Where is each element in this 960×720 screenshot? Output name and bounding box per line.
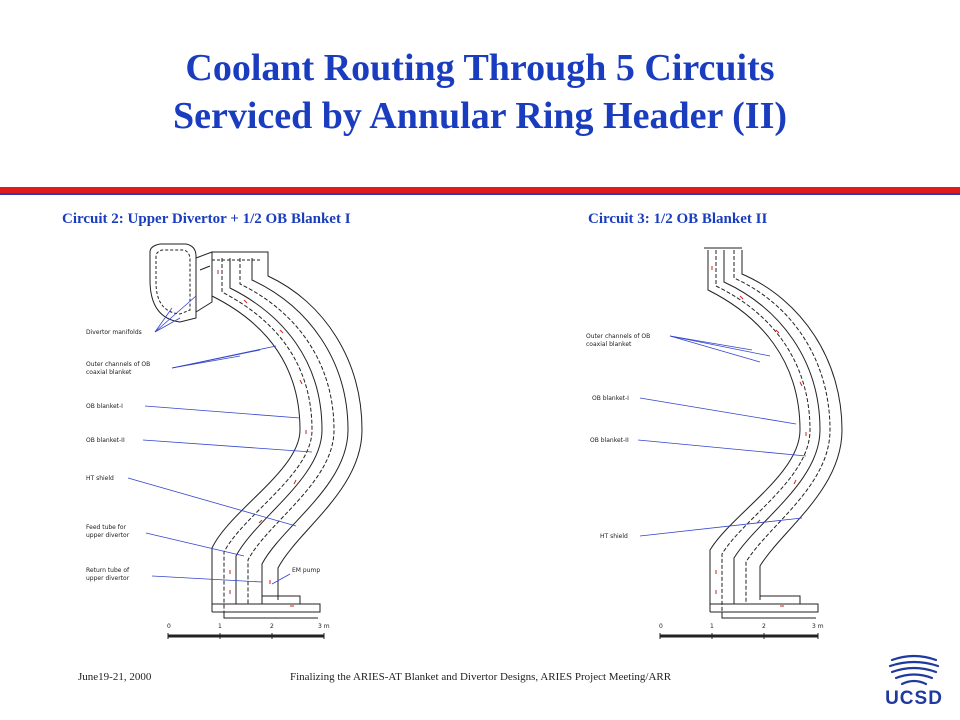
logo-text: UCSD — [885, 688, 943, 709]
left-leader-lines — [127, 295, 313, 585]
left-scale-3: 3 m — [318, 623, 330, 630]
left-caption: Circuit 2: Upper Divertor + 1/2 OB Blank… — [62, 211, 351, 227]
left-labels: Divertor manifolds Outer channels of OB … — [86, 329, 330, 630]
left-blanket-diagram — [149, 243, 363, 639]
right-labels: Outer channels of OB coaxial blanket OB … — [586, 333, 824, 630]
red-divider — [0, 187, 960, 193]
right-scale-2: 2 — [762, 623, 766, 630]
ucsd-wave-icon — [888, 654, 940, 686]
label-return-tube-l1: Return tube of — [86, 567, 130, 574]
right-caption: Circuit 3: 1/2 OB Blanket II — [588, 211, 768, 227]
label-feed-tube-l1: Feed tube for — [86, 524, 127, 531]
r-label-ob-blanket-1: OB blanket-I — [592, 395, 629, 402]
footer-date: June19-21, 2000 — [78, 671, 152, 683]
label-ob-blanket-1: OB blanket-I — [86, 403, 123, 410]
title-line-2: Serviced by Annular Ring Header (II) — [172, 95, 788, 137]
left-scale-0: 0 — [167, 623, 171, 630]
right-scale-3: 3 m — [812, 623, 824, 630]
right-scale-0: 0 — [659, 623, 663, 630]
left-scale-1: 1 — [218, 623, 222, 630]
label-outer-channels-l1: Outer channels of OB — [86, 361, 150, 368]
label-feed-tube-l2: upper divertor — [86, 532, 130, 539]
r-label-outer-channels-l2: coaxial blanket — [586, 341, 632, 348]
blue-divider — [0, 193, 960, 195]
page-title: Coolant Routing Through 5 Circuits Servi… — [0, 44, 960, 140]
r-label-outer-channels-l1: Outer channels of OB — [586, 333, 650, 340]
r-label-ht-shield: HT shield — [600, 533, 628, 540]
right-leader-lines — [637, 335, 807, 537]
right-blanket-diagram — [659, 247, 843, 639]
label-em-pump: EM pump — [292, 567, 320, 574]
label-return-tube-l2: upper divertor — [86, 575, 130, 582]
title-line-1: Coolant Routing Through 5 Circuits — [185, 47, 775, 89]
footer-description: Finalizing the ARIES-AT Blanket and Dive… — [290, 671, 672, 683]
label-outer-channels-l2: coaxial blanket — [86, 369, 132, 376]
label-ht-shield: HT shield — [86, 475, 114, 482]
right-scale-1: 1 — [710, 623, 714, 630]
label-ob-blanket-2: OB blanket-II — [86, 437, 125, 444]
r-label-ob-blanket-2: OB blanket-II — [590, 437, 629, 444]
left-scale-2: 2 — [270, 623, 274, 630]
ucsd-logo: UCSD — [882, 652, 946, 712]
label-divertor-manifolds: Divertor manifolds — [86, 329, 142, 336]
